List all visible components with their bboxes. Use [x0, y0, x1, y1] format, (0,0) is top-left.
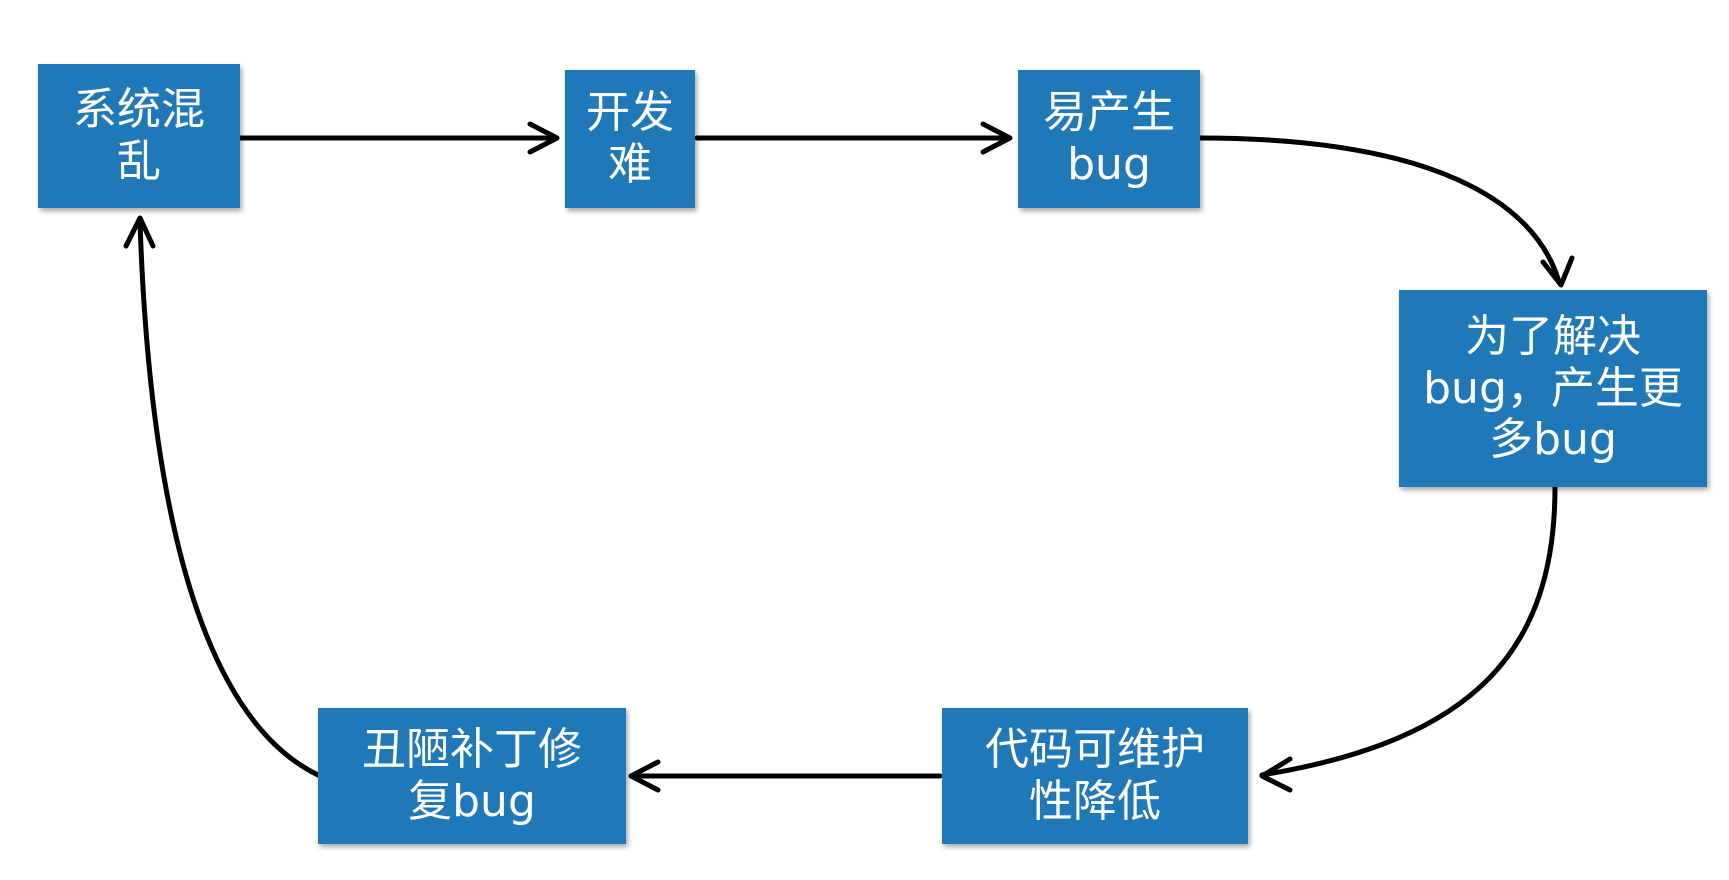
- arrowhead-chaos-to-hard: [527, 121, 560, 155]
- node-maintainability-drops: 代码可维护 性降低: [942, 708, 1248, 844]
- node-system-chaos: 系统混 乱: [38, 64, 240, 208]
- node-label: 开发 难: [586, 87, 674, 190]
- arrowhead-bugprone-to-fix: [1540, 255, 1575, 288]
- arrowhead-patch-to-chaos: [123, 215, 156, 249]
- node-fix-creates-more-bugs: 为了解决 bug，产生更 多bug: [1399, 290, 1707, 487]
- arrowhead-maintain-to-patch: [628, 759, 661, 793]
- arrow-patch-to-chaos: [137, 219, 321, 778]
- node-label: 易产生 bug: [1043, 87, 1175, 190]
- node-bug-prone: 易产生 bug: [1018, 70, 1200, 208]
- arrowhead-fix-to-maintain: [1259, 756, 1293, 793]
- node-label: 丑陋补丁修 复bug: [362, 724, 582, 827]
- arrow-fix-to-maintain: [1259, 484, 1558, 778]
- node-hard-to-develop: 开发 难: [565, 70, 695, 208]
- node-label: 系统混 乱: [73, 84, 205, 187]
- node-ugly-patch-fix: 丑陋补丁修 复bug: [318, 708, 626, 844]
- arrowhead-hard-to-bugprone: [980, 121, 1013, 155]
- arrow-bugprone-to-fix: [1197, 135, 1562, 285]
- node-label: 代码可维护 性降低: [985, 724, 1205, 827]
- node-label: 为了解决 bug，产生更 多bug: [1423, 310, 1683, 466]
